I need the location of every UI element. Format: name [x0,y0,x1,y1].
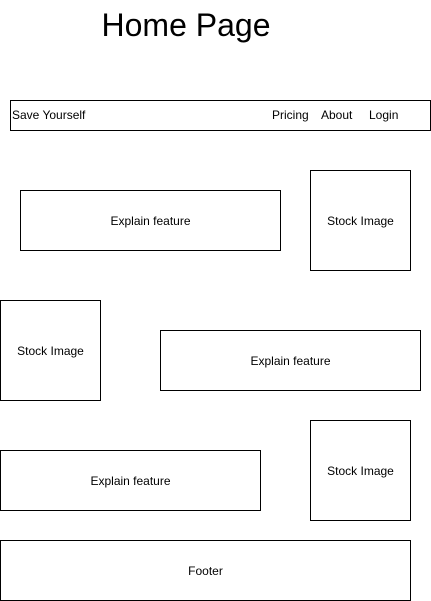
feature-2-image-label: Stock Image [17,343,84,358]
feature-2-text-box: Explain feature [160,330,421,391]
feature-3-image-label: Stock Image [327,463,394,478]
brand-name[interactable]: Save Yourself [12,108,86,122]
nav-link-login[interactable]: Login [369,108,399,122]
navbar: Save Yourself Pricing About Login [10,100,431,131]
feature-2-text: Explain feature [250,353,331,368]
feature-3-stock-image: Stock Image [310,420,411,521]
feature-3-text: Explain feature [90,473,171,488]
feature-1-text: Explain feature [110,213,191,228]
page-title: Home Page [101,7,271,43]
nav-link-about[interactable]: About [321,108,353,122]
feature-1-text-box: Explain feature [20,190,281,251]
feature-1-image-label: Stock Image [327,213,394,228]
footer: Footer [0,540,411,601]
feature-1-stock-image: Stock Image [310,170,411,271]
feature-3-text-box: Explain feature [0,450,261,511]
nav-link-pricing[interactable]: Pricing [272,108,309,122]
footer-label: Footer [188,563,223,578]
feature-2-stock-image: Stock Image [0,300,101,401]
